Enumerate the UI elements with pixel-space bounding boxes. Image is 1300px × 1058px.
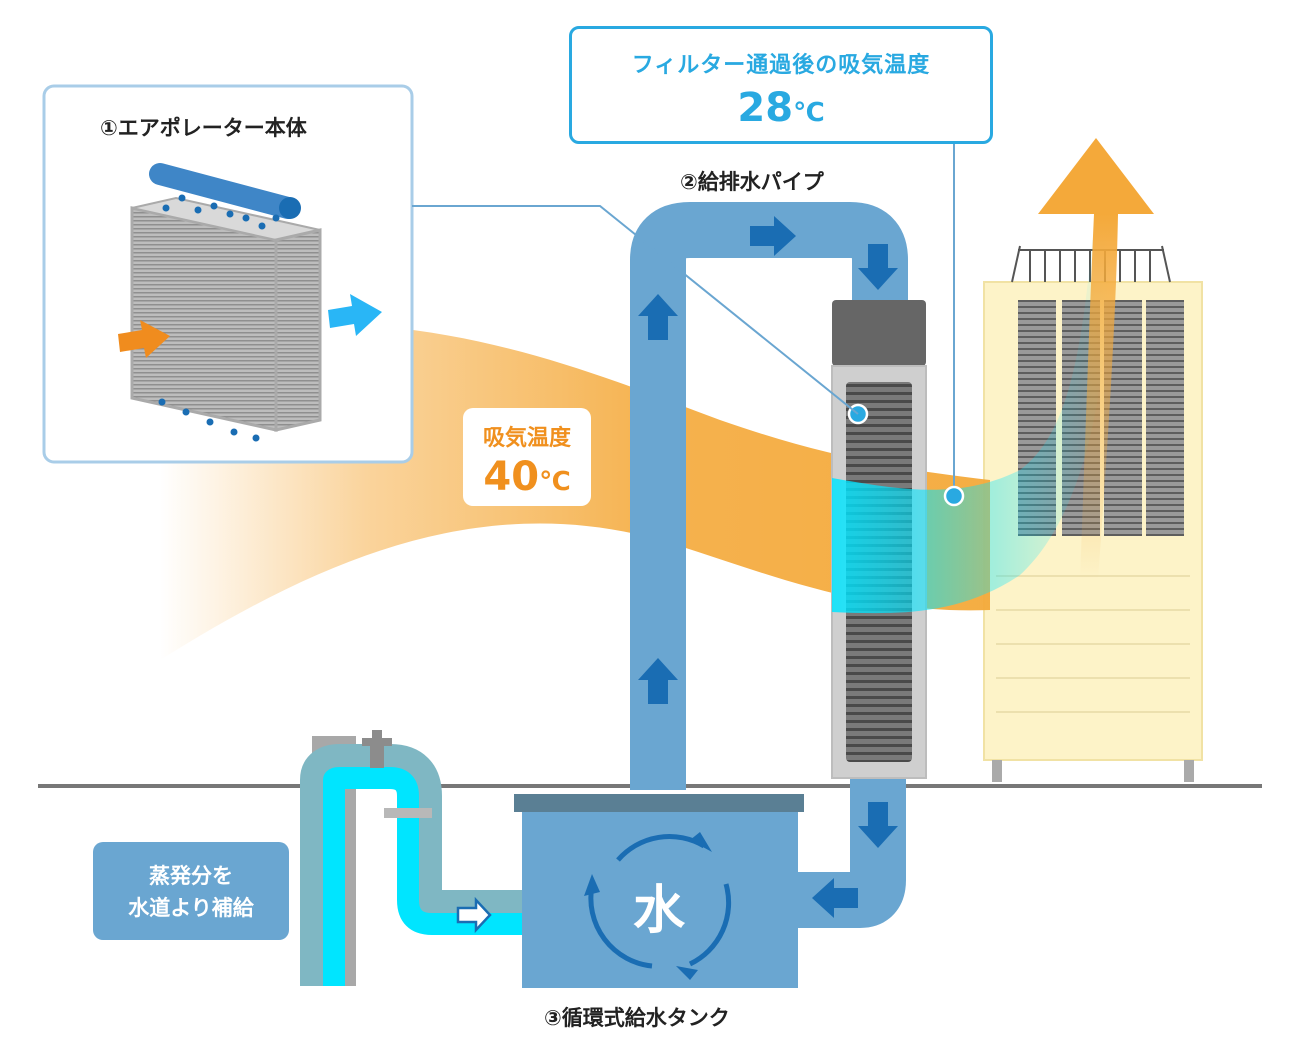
water-label: 水 (632, 881, 685, 941)
filter-temperature-number: 28 (737, 85, 794, 131)
filter-temperature-value: 28℃ (572, 85, 990, 131)
circulation-arrowhead-icon (676, 966, 698, 980)
water-supply-line2: 水道より補給 (128, 896, 254, 920)
cooler-foot-left (992, 760, 1002, 782)
hot-air-in-arrow-icon (118, 320, 170, 358)
water-drops-icon (158, 194, 280, 442)
flow-arrows (638, 216, 898, 918)
leader-lines (412, 144, 955, 496)
arrow-right-icon (750, 216, 796, 256)
filter-callout-dot (943, 485, 965, 507)
evaporator-inset (42, 84, 414, 464)
circulation-arrowhead-icon (584, 874, 600, 896)
water-supply-note: 蒸発分を 水道より補給 (93, 842, 289, 940)
filter-temperature-unit: ℃ (793, 98, 825, 128)
water-supply-line1: 蒸発分を (149, 864, 233, 888)
tank-label: ③循環式給水タンク (544, 1006, 730, 1030)
filter-temperature-callout: フィルター通過後の吸気温度 28℃ (569, 26, 993, 144)
intake-temperature-callout: 吸気温度 40℃ (463, 408, 591, 506)
arrow-up-icon (638, 658, 678, 704)
pipe-label: ②給排水パイプ (680, 170, 824, 194)
intake-temperature-number: 40 (483, 454, 540, 500)
cooler-foot-right (1184, 760, 1194, 782)
exhaust-arrow-icon (1038, 138, 1154, 580)
supply-arrow-icon (456, 896, 492, 934)
filter-temperature-title: フィルター通過後の吸気温度 (631, 53, 931, 78)
intake-temperature-value: 40℃ (463, 454, 591, 500)
tap-water-pipe (300, 730, 522, 986)
return-pipe (798, 778, 906, 928)
cool-air-flow (832, 240, 1110, 614)
intake-temperature-title: 吸気温度 (482, 426, 571, 451)
arrow-up-icon (638, 294, 678, 340)
circulation-arrowhead-icon (690, 832, 712, 852)
spray-pipe (149, 163, 299, 219)
intake-temperature-unit: ℃ (539, 467, 571, 497)
cool-air-out-arrow-icon (328, 294, 382, 336)
water-tank (514, 794, 804, 988)
faucet-icon (362, 730, 392, 768)
arrow-down-icon (858, 244, 898, 290)
arrow-down-icon (858, 802, 898, 848)
arrow-left-icon (812, 878, 858, 918)
evaporator-label: ①エアポレーター本体 (100, 116, 307, 140)
